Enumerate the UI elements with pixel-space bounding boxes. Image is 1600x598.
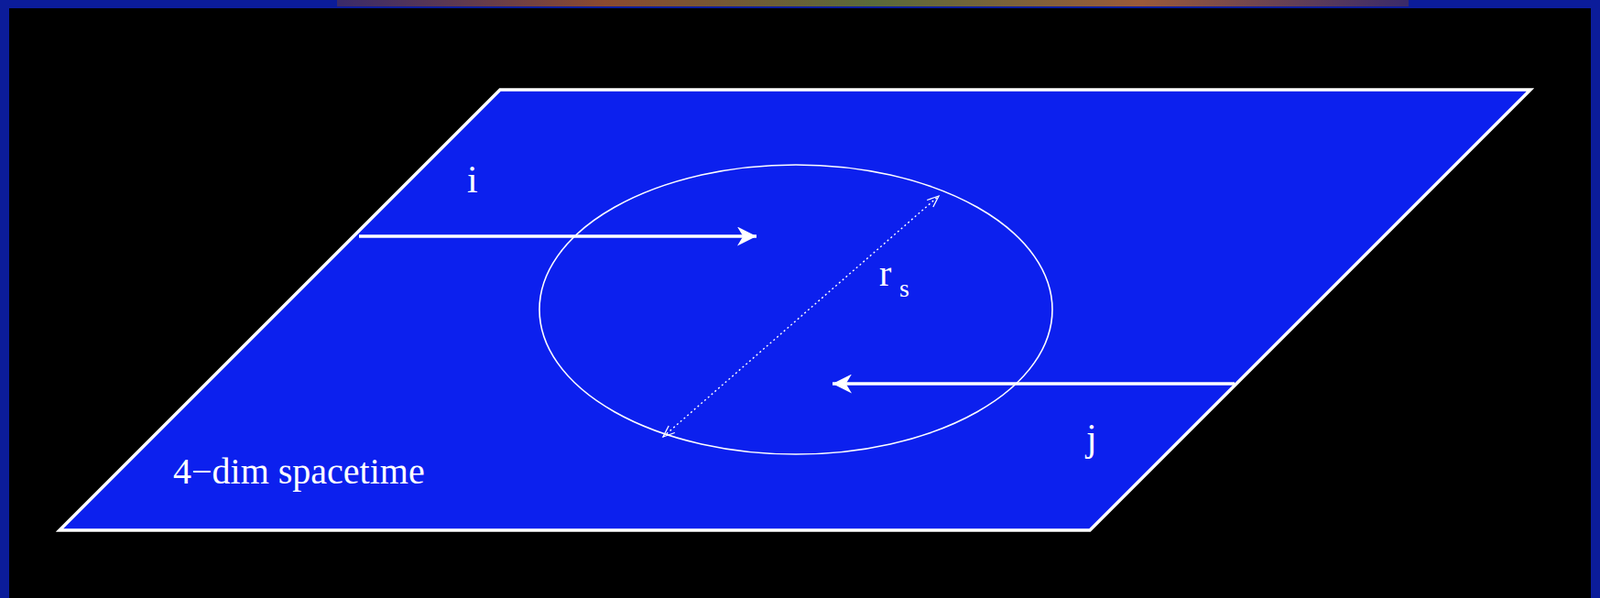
radius-subscript: s	[899, 275, 910, 302]
particle-j-arrow	[832, 381, 1235, 386]
plane-label: 4−dim spacetime	[173, 453, 425, 490]
horizon-circle: rs	[538, 163, 1054, 456]
spacetime-plane: 4−dim spacetime rs	[59, 89, 1531, 531]
header-strip	[337, 0, 1409, 7]
particle-label: j	[1086, 418, 1098, 458]
radius-symbol: r	[879, 255, 892, 293]
radius-dimension	[663, 195, 939, 437]
particle-i-arrow	[359, 234, 757, 239]
circle-outline	[538, 163, 1054, 456]
particle-label: i	[467, 160, 479, 199]
